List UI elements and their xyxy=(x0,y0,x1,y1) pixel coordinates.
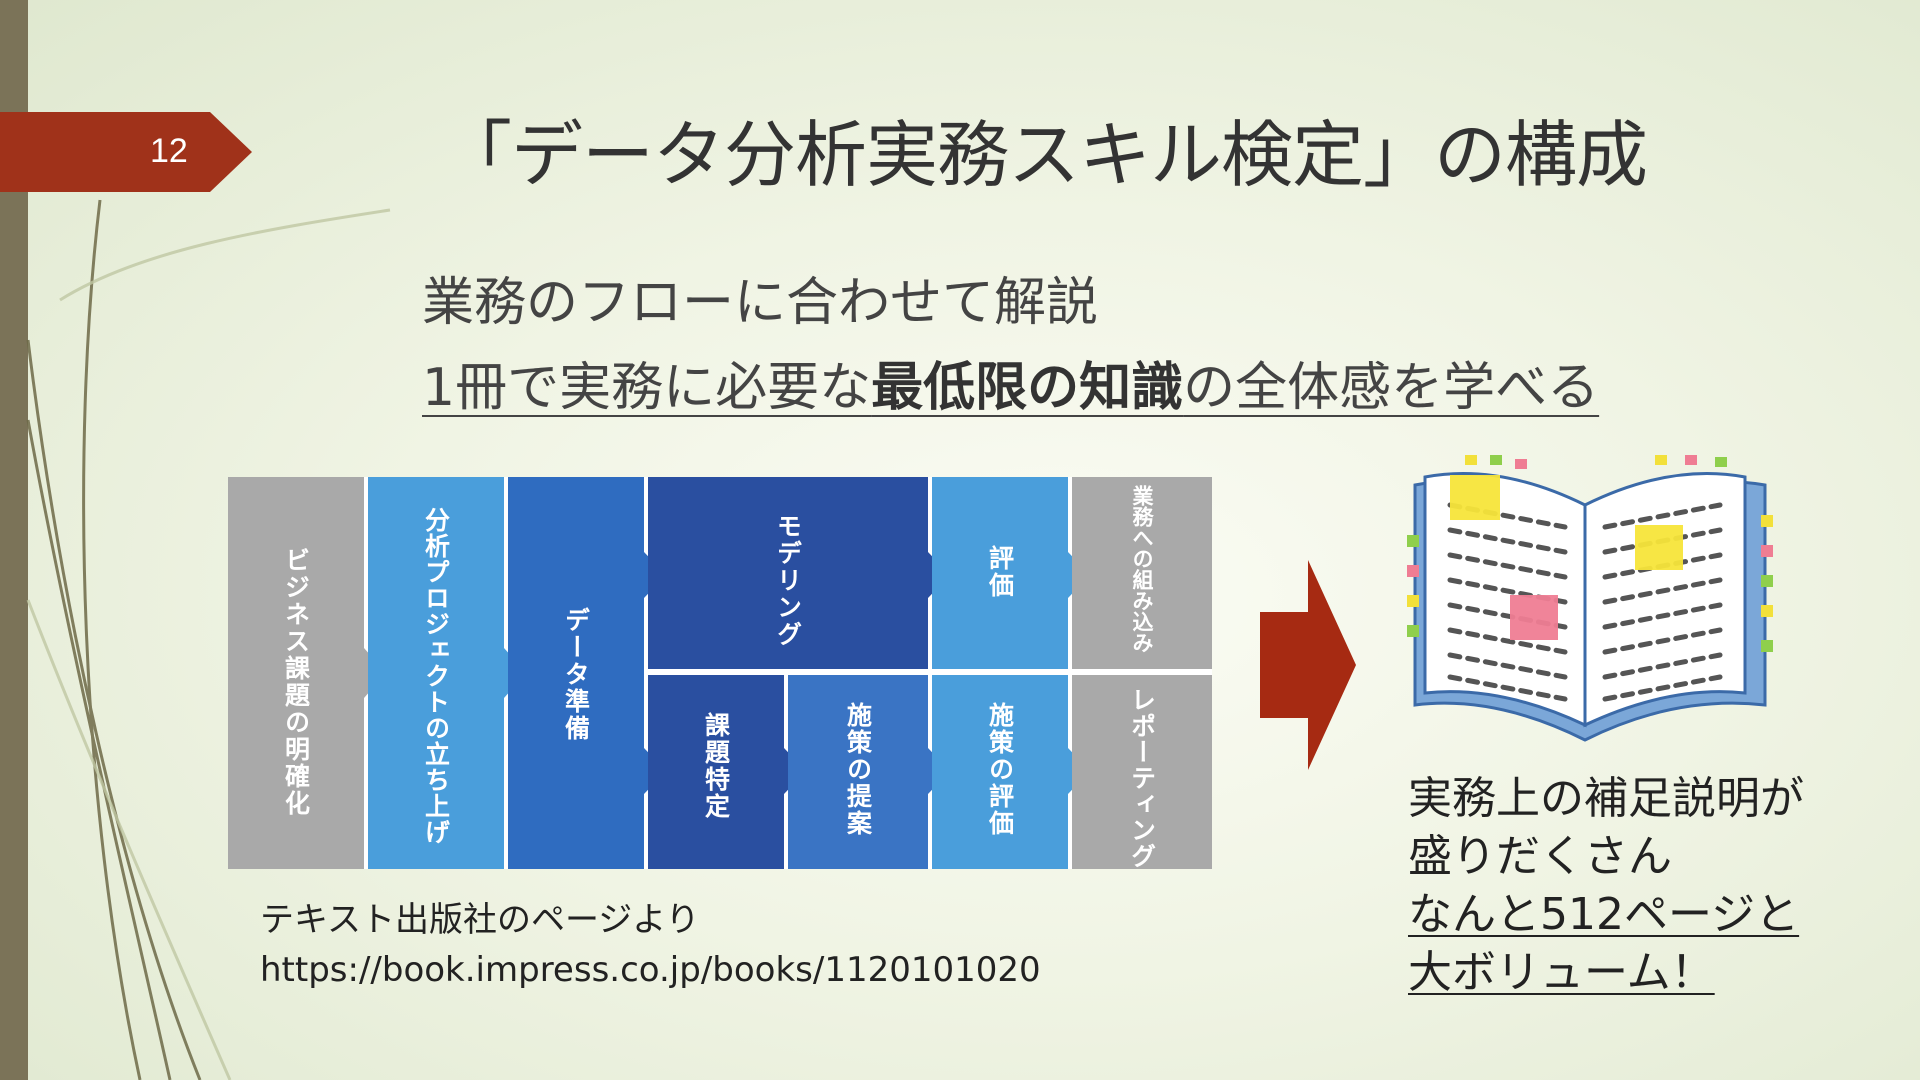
flow-reporting xyxy=(1072,675,1212,869)
subtitle-flow: 業務のフローに合わせて解説 xyxy=(422,273,1099,333)
book-note-line4: 大ボリューム！ xyxy=(1408,947,1715,998)
subtitle-summary-before: 1冊で実務に必要な xyxy=(422,358,872,418)
flow-proposal xyxy=(788,675,928,869)
slide-title: 「データ分析実務スキル検定」の構成 xyxy=(440,113,1648,197)
subtitle-summary-after: の全体感を学べる xyxy=(1183,358,1600,418)
flow-col-1-label: ビジネス課題の明確化 xyxy=(282,547,311,817)
flow-integration xyxy=(1072,477,1212,669)
right-arrow-icon xyxy=(1260,560,1356,770)
book-note-line2: 盛りだくさん xyxy=(1408,831,1672,882)
source-url: https://book.impress.co.jp/books/1120101… xyxy=(260,950,1041,990)
flow-modeling xyxy=(648,477,928,669)
flow-modeling-label: モデリング xyxy=(774,513,803,648)
page-number-tag xyxy=(0,112,252,192)
flow-col-2-label: 分析プロジェクトの立ち上げ xyxy=(422,507,451,845)
flow-issue xyxy=(648,675,784,869)
flow-integration-label: 業務への組み込み xyxy=(1130,484,1154,653)
page-number: 12 xyxy=(150,132,188,170)
subtitle-summary: 1冊で実務に必要な最低限の知識の全体感を学べる xyxy=(422,345,1599,420)
book-note: 実務上の補足説明が 盛りだくさん なんと512ページと 大ボリューム！ xyxy=(1408,770,1804,1002)
flow-col-3-label: データ準備 xyxy=(562,607,591,742)
flow-evaluation-label: 評価 xyxy=(986,544,1016,599)
source-credit-text: テキスト出版社のページより xyxy=(260,900,700,940)
flow-proposal-label: 施策の提案 xyxy=(844,702,874,837)
book-note-line3: なんと512ページと xyxy=(1408,889,1800,940)
book-note-line1: 実務上の補足説明が xyxy=(1408,773,1804,824)
subtitle-summary-bold: 最低限の知識 xyxy=(871,358,1184,418)
flow-policy-evaluation xyxy=(932,675,1068,869)
flow-col-3 xyxy=(508,477,644,869)
source-credit: テキスト出版社のページより https://book.impress.co.jp… xyxy=(260,895,1041,995)
open-book-icon xyxy=(1407,455,1773,742)
decorative-curves xyxy=(26,199,391,1080)
flow-issue-label: 課題特定 xyxy=(702,711,731,820)
flow-reporting-label: レポーティング xyxy=(1128,687,1157,869)
flow-col-2 xyxy=(368,477,504,869)
workflow-diagram: ビジネス課題の明確化 分析プロジェクトの立ち上げ データ準備 モデリング 課題特… xyxy=(228,477,1212,869)
flow-col-1 xyxy=(228,477,364,869)
flow-policy-evaluation-label: 施策の評価 xyxy=(986,702,1016,837)
flow-evaluation xyxy=(932,477,1068,669)
